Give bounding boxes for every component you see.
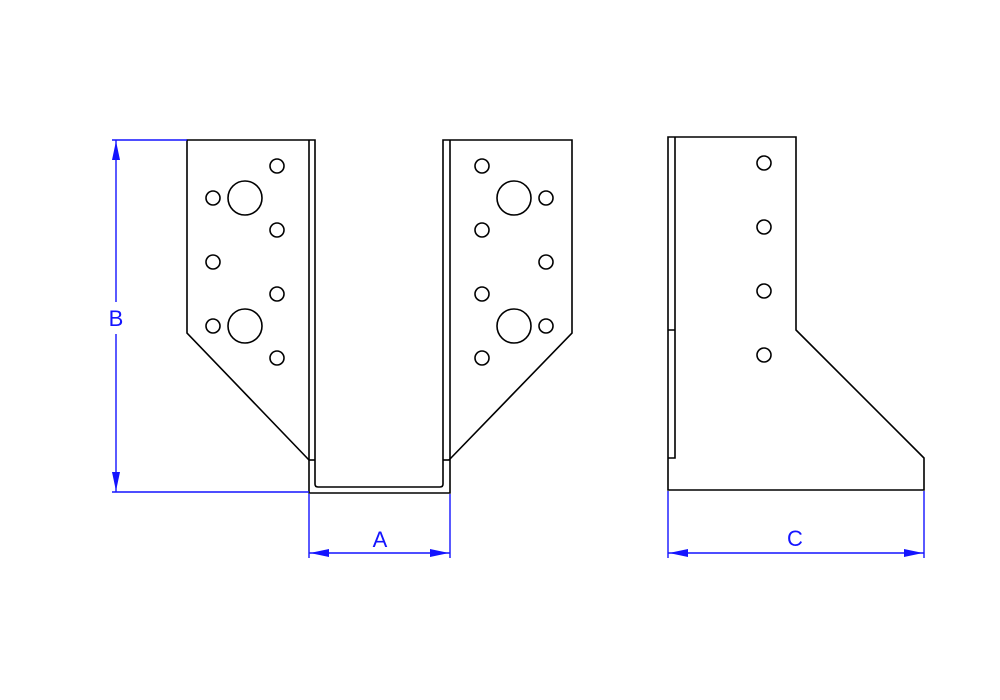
nail-hole	[269, 158, 285, 174]
nail-hole	[269, 222, 285, 238]
side-outline	[667, 136, 925, 491]
nail-hole	[474, 222, 490, 238]
bolt-hole	[227, 308, 263, 344]
nail-hole	[205, 254, 221, 270]
nail-hole	[205, 318, 221, 334]
right-flange-outline	[442, 139, 573, 461]
left-flange-outline	[186, 139, 316, 461]
dimension-a: A	[308, 494, 451, 558]
bolt-hole	[227, 180, 263, 216]
dimension-c: C	[667, 491, 925, 558]
nail-hole	[538, 318, 554, 334]
arrow-down-icon	[112, 472, 120, 491]
front-view	[186, 139, 573, 494]
left-flange-holes	[205, 158, 285, 366]
nail-hole	[269, 286, 285, 302]
bolt-hole	[496, 308, 532, 344]
dimension-label-c: C	[787, 526, 803, 551]
nail-hole	[474, 158, 490, 174]
side-view	[667, 136, 925, 491]
nail-hole	[269, 350, 285, 366]
dimension-label-b: B	[109, 306, 124, 331]
nail-hole	[474, 350, 490, 366]
channel-inner	[314, 460, 444, 488]
dimension-b: B	[109, 139, 309, 493]
arrow-up-icon	[112, 141, 120, 160]
nail-hole	[474, 286, 490, 302]
nail-hole	[538, 190, 554, 206]
nail-hole	[538, 254, 554, 270]
nail-hole	[756, 347, 772, 363]
nail-hole	[756, 155, 772, 171]
right-flange-holes	[474, 158, 554, 366]
channel-outer	[308, 140, 451, 494]
arrow-left-icon	[310, 549, 329, 557]
bolt-hole	[496, 180, 532, 216]
arrow-left-icon	[669, 549, 688, 557]
dimension-label-a: A	[373, 527, 388, 552]
side-strip	[668, 137, 676, 459]
arrow-right-icon	[430, 549, 449, 557]
arrow-right-icon	[904, 549, 923, 557]
nail-hole	[756, 219, 772, 235]
nail-hole	[756, 283, 772, 299]
nail-hole	[205, 190, 221, 206]
